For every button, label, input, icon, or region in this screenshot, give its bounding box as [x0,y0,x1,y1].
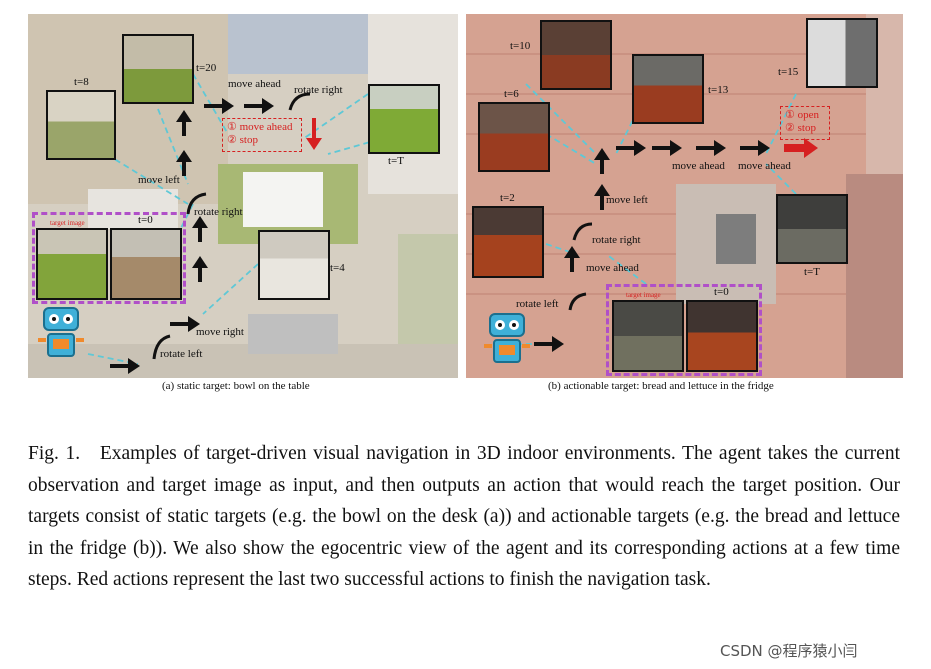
observation-thumbnail-tT-b [776,194,848,264]
observation-thumbnail-t13 [632,54,704,124]
timestep-label: t=8 [74,76,89,88]
observation-thumbnail-t4 [258,230,330,300]
timestep-label: t=20 [196,62,217,74]
timestep-label: t=2 [500,192,515,204]
final-actions-box-b: ① open ② stop [780,106,830,140]
observation-thumbnail-t10 [540,20,612,90]
panel-a-scene [28,14,458,378]
final-action-label: ② stop [785,122,816,134]
caption-text: Examples of target-driven visual navigat… [28,443,901,590]
action-label: move left [138,174,180,186]
robot-icon [38,307,84,357]
target-image-label: target image [626,291,661,299]
watermark: CSDN @程序猿小闫 [720,642,858,660]
final-action-label: ② stop [227,134,258,146]
timestep-label: t=13 [708,84,729,96]
timestep-label: t=6 [504,88,519,100]
subcaption-b: (b) actionable target: bread and lettuce… [548,380,774,392]
figure-caption: Fig. 1. Examples of target-driven visual… [28,438,900,596]
action-label: move left [606,194,648,206]
figure-panel-a: t=8 t=20 t=T t=0 t=4 target image move a… [28,14,458,378]
target-image-a [36,228,108,300]
action-label: move ahead [586,262,639,274]
action-label: rotate right [294,84,343,96]
timestep-label: t=0 [714,286,729,298]
final-action-label: ① move ahead [227,121,293,133]
action-label: rotate right [592,234,641,246]
observation-thumbnail-tT [368,84,440,154]
observation-thumbnail-t6 [478,102,550,172]
robot-icon [484,313,530,363]
timestep-label: t=0 [138,214,153,226]
target-image-box-b [606,284,762,376]
final-action-label: ① open [785,109,819,121]
action-label: rotate left [516,298,559,310]
target-image-box-a [32,212,186,304]
action-label: rotate left [160,348,203,360]
target-image-b [612,300,684,372]
caption-label: Fig. 1. [28,443,81,464]
action-label: rotate right [194,206,243,218]
figure-panel-b: t=10 t=6 t=13 t=15 t=2 t=T t=0 target im… [466,14,903,378]
timestep-label: t=10 [510,40,531,52]
observation-thumbnail-t20 [122,34,194,104]
observation-thumbnail-t0-b [686,300,758,372]
timestep-label: t=4 [330,262,345,274]
observation-thumbnail-t8 [46,90,116,160]
action-label: move ahead [738,160,791,172]
action-label: move ahead [672,160,725,172]
timestep-label: t=T [804,266,820,278]
action-label: move ahead [228,78,281,90]
subcaption-a: (a) static target: bowl on the table [162,380,310,392]
observation-thumbnail-t0-a [110,228,182,300]
target-image-label: target image [50,219,85,227]
final-actions-box-a: ① move ahead ② stop [222,118,302,152]
timestep-label: t=T [388,155,404,167]
observation-thumbnail-t15 [806,18,878,88]
observation-thumbnail-t2 [472,206,544,278]
action-label: move right [196,326,244,338]
timestep-label: t=15 [778,66,799,78]
